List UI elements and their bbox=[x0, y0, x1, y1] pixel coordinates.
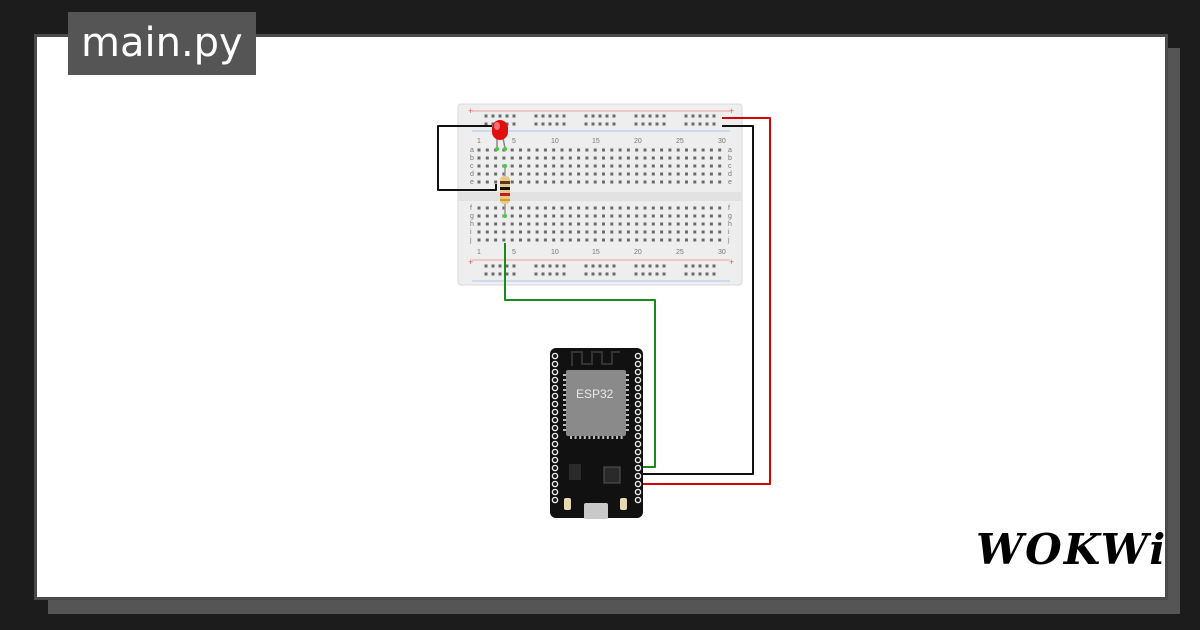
row-letter: e bbox=[728, 179, 732, 186]
wires[interactable] bbox=[437, 117, 771, 485]
column-number: 10 bbox=[551, 138, 559, 145]
column-number: 25 bbox=[676, 138, 684, 145]
row-letter: c bbox=[728, 163, 732, 170]
row-letter: b bbox=[470, 155, 474, 162]
esp32-board[interactable]: ESP32 bbox=[550, 348, 643, 519]
board-pins[interactable] bbox=[551, 352, 642, 504]
wire-black-led bbox=[437, 125, 497, 191]
row-letter: f bbox=[728, 205, 730, 212]
column-number: 25 bbox=[676, 249, 684, 256]
column-number: 20 bbox=[634, 138, 642, 145]
row-letter: i bbox=[728, 229, 730, 236]
row-letter: i bbox=[470, 229, 472, 236]
rail-plus-label: + bbox=[729, 257, 734, 267]
rail-plus-label: + bbox=[729, 106, 734, 116]
wire-red-vcc bbox=[638, 117, 771, 485]
column-number: 1 bbox=[477, 138, 481, 145]
column-number: 15 bbox=[592, 138, 600, 145]
breadboard[interactable]: + + + + 1 5 10 15 20 25 30 1 5 10 15 20 … bbox=[457, 103, 743, 286]
column-number: 1 bbox=[477, 249, 481, 256]
row-letter: g bbox=[728, 213, 732, 220]
boot-button[interactable] bbox=[620, 498, 627, 510]
wire-black-gnd bbox=[638, 125, 754, 475]
row-letter: d bbox=[470, 171, 474, 178]
row-letter: b bbox=[728, 155, 732, 162]
wokwi-logo: WOKWi bbox=[976, 525, 1168, 574]
column-number: 30 bbox=[718, 138, 726, 145]
row-letter: h bbox=[470, 221, 474, 228]
red-led[interactable] bbox=[492, 120, 508, 151]
wire-green-signal bbox=[504, 243, 656, 468]
row-letter: h bbox=[728, 221, 732, 228]
regulator bbox=[569, 464, 581, 480]
reset-button[interactable] bbox=[564, 498, 571, 510]
column-number: 15 bbox=[592, 249, 600, 256]
row-letter: g bbox=[470, 213, 474, 220]
column-number: 20 bbox=[634, 249, 642, 256]
row-letter: c bbox=[470, 163, 474, 170]
usb-port bbox=[584, 503, 608, 519]
row-letter: j bbox=[727, 237, 730, 244]
row-letter: j bbox=[469, 237, 472, 244]
file-tab-main-py[interactable]: main.py bbox=[68, 12, 256, 75]
row-letter: d bbox=[728, 171, 732, 178]
antenna-icon bbox=[571, 351, 620, 366]
chip-label: ESP32 bbox=[576, 387, 614, 401]
row-letter: e bbox=[470, 179, 474, 186]
row-letter: a bbox=[728, 147, 732, 154]
rail-plus-label: + bbox=[468, 106, 473, 116]
rail-plus-label: + bbox=[468, 257, 473, 267]
column-number: 5 bbox=[512, 138, 516, 145]
esp32-chip bbox=[566, 370, 626, 436]
column-number: 30 bbox=[718, 249, 726, 256]
row-letter: f bbox=[470, 205, 472, 212]
column-number: 5 bbox=[512, 249, 516, 256]
row-letter: a bbox=[470, 147, 474, 154]
resistor[interactable] bbox=[500, 164, 510, 218]
column-number: 10 bbox=[551, 249, 559, 256]
usb-uart-chip bbox=[603, 466, 621, 484]
